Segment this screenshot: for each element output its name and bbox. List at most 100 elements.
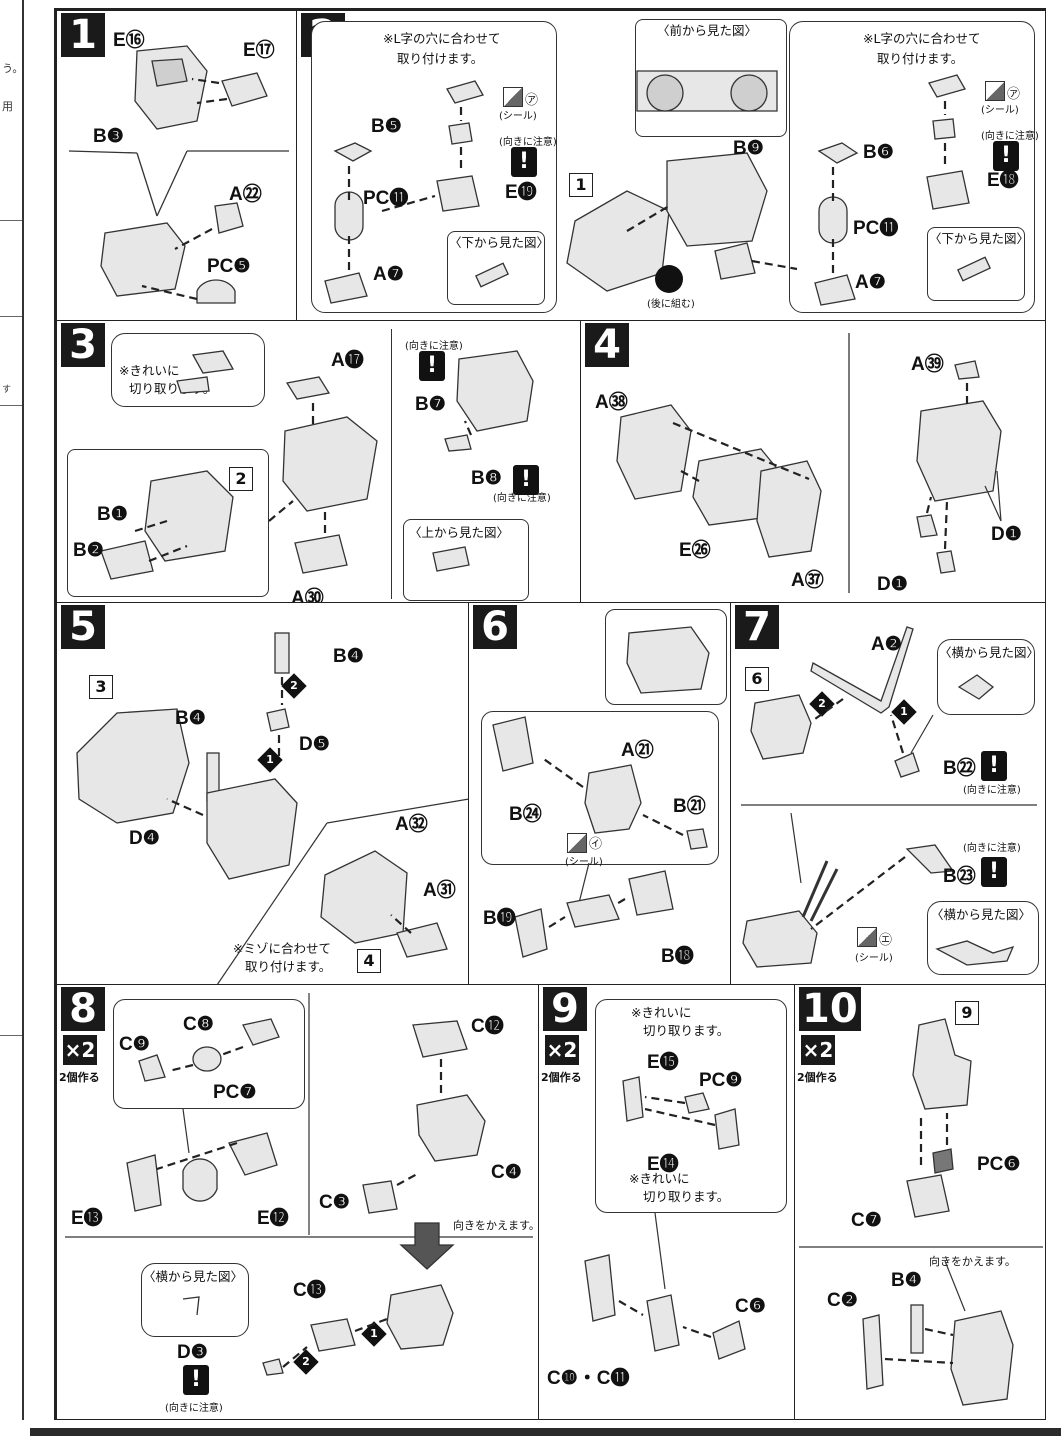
step-9-panel: 9 ×2 2個作る ※きれいに 切り取ります。 ※きれいに 切り取ります。 E⓯… [538,984,796,1420]
later-caption: (後に組む) [647,299,695,310]
step-number: 6 [473,605,517,649]
make-two-caption: 2個作る [59,1071,100,1084]
part-label: A㊲ [791,570,824,591]
part-label: C⓬ [471,1016,504,1037]
step-7-drawing [741,626,1037,968]
margin-divider [0,220,22,221]
part-label: C❾ [119,1034,150,1055]
step-10-panel: 10 ×2 2個作る 9 向きをかえます。 PC❻ C❼ B❹ C❷ [794,984,1046,1420]
cut-note: 切り取ります。 [643,1023,730,1038]
steps-grid: 1 E⑯ E⑰ B❸ A㉒ PC❺ 2 [54,8,1046,1420]
bottom-bar [30,1428,1061,1436]
step-6-drawing [492,626,710,958]
turn-caption: 向きをかえます。 [929,1255,1016,1268]
callout-note: 取り付けます。 [397,51,484,66]
part-label: E⓬ [257,1208,289,1229]
caution-icon: ! [981,751,1007,781]
part-label: C❽ [183,1014,214,1035]
seal-mark: ㋐ [1007,87,1021,102]
make-two-caption: 2個作る [797,1071,838,1084]
part-label: B❻ [863,142,894,163]
step-1-panel: 1 E⑯ E⑰ B❸ A㉒ PC❺ [56,10,298,322]
callout-note: 取り付けます。 [877,51,964,66]
part-label: E⓲ [987,170,1019,191]
part-label: A❷ [871,634,902,655]
caution-caption: (向きに注意) [405,341,463,352]
part-label: C❼ [851,1210,882,1231]
step-5-drawing [76,632,469,985]
caution-icon: ! [981,857,1007,887]
step-number: 10 [799,987,861,1031]
part-label: A㉒ [229,184,262,205]
caution-icon: ! [183,1365,209,1395]
margin-fragment: す [2,385,12,395]
part-label: A㉛ [423,880,456,901]
step-8-panel: 8 ×2 2個作る 向きをかえます。 〈横から見た図〉 ! (向きに注意) 2 … [56,984,540,1420]
seal-caption: (シール) [499,111,537,122]
part-label: E⓯ [647,1052,679,1073]
part-label: E⑰ [243,40,275,61]
step-2-drawing [324,70,991,306]
part-label: B❽ [471,468,502,489]
make-two-badge: ×2 [63,1035,97,1065]
part-label: B㉑ [673,796,706,817]
part-label: B㉒ [943,758,976,779]
view-caption: 〈横から見た図〉 [939,645,1040,660]
step-number: 3 [61,323,105,367]
step-number: 8 [61,987,105,1031]
side-view-bubble [937,639,1035,715]
part-label: E⓳ [505,182,537,203]
step-5-panel: 5 3 4 ※ミゾに合わせて 取り付けます。 2 1 B❹ [56,602,470,986]
part-label: C❻ [735,1296,766,1317]
seal-caption: (シール) [981,105,1019,116]
part-label: D❶ [991,524,1022,545]
cut-note-bubble [111,333,265,407]
step-2-panel: 2 ※L字の穴に合わせて 取り付けます。 ㋐ (シール) (向きに注意) ! 〈… [296,10,1046,322]
part-label: PC❾ [699,1070,743,1091]
part-label: B❷ [73,540,104,561]
groove-note: ※ミゾに合わせて [233,941,331,956]
part-label: C❸ [319,1192,350,1213]
side-view-bubble [927,901,1039,975]
part-label: B❹ [891,1270,922,1291]
step-10-drawing [799,1018,1043,1406]
callout-note: ※L字の穴に合わせて [383,31,501,46]
part-label: B❹ [333,646,364,667]
view-caption: 〈下から見た図〉 [929,231,1030,246]
caution-caption: (向きに注意) [981,131,1039,142]
part-label: PC⓫ [853,218,899,239]
step-3-panel: 3 ※きれいに 切り取ります。 2 (向きに注意) ! (向きに注意) ! 〈上… [56,320,582,604]
margin-divider [0,1035,22,1036]
part-label: D❺ [299,734,330,755]
part-label: A㉜ [395,814,428,835]
part-label: C❹ [491,1162,522,1183]
make-two-badge: ×2 [545,1035,579,1065]
step-reference: 6 [745,667,769,691]
part-label: B㉔ [509,804,542,825]
step-reference: 2 [229,467,253,491]
caution-caption: (向きに注意) [963,843,1021,854]
margin-divider [0,405,22,406]
margin-divider [0,316,22,317]
step-number: 1 [61,13,105,57]
margin-fragment: 用 [2,100,13,113]
caution-icon: ! [419,351,445,381]
view-caption: 〈横から見た図〉 [931,907,1032,922]
step-number: 4 [585,323,629,367]
cut-note: ※きれいに [629,1171,690,1186]
seal-icon [567,833,587,853]
seal-icon [985,81,1005,101]
seal-mark: ㋑ [589,837,603,852]
part-label: E⑯ [113,30,145,51]
step-9-drawing [584,1076,746,1360]
part-label: B❹ [175,708,206,729]
view-caption: 〈上から見た図〉 [409,525,510,540]
left-margin-strip: う。 用 す [0,0,24,1420]
seal-mark: ㋓ [879,933,893,948]
view-caption: 〈横から見た図〉 [143,1269,244,1284]
cut-note: ※きれいに [119,363,180,378]
part-label: E⓮ [647,1154,679,1175]
part-label: C❷ [827,1290,858,1311]
part-label: C⓭ [293,1280,326,1301]
part-label: B⓳ [483,908,516,929]
